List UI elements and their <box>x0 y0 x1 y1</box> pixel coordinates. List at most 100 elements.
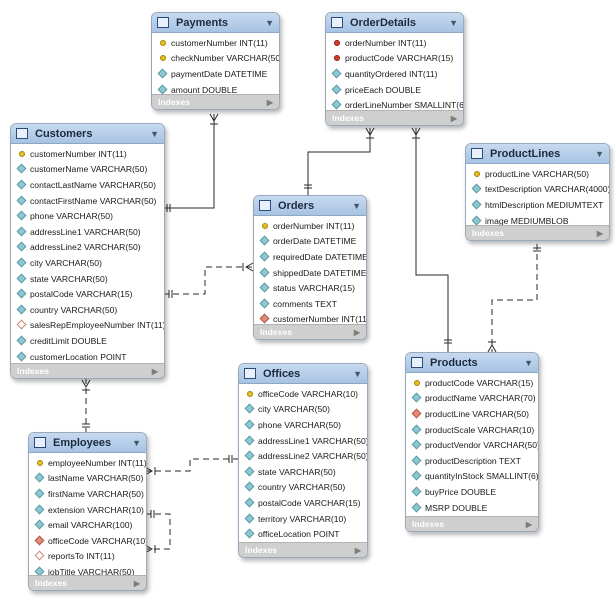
column-row[interactable]: state VARCHAR(50) <box>239 464 367 480</box>
column-row[interactable]: status VARCHAR(15) <box>254 280 366 296</box>
column-row[interactable]: customerLocation POINT <box>11 349 164 365</box>
column-row[interactable]: productName VARCHAR(70) <box>406 391 538 407</box>
collapse-arrow-icon[interactable]: ▼ <box>595 148 604 159</box>
column-row[interactable]: MSRP DOUBLE <box>406 500 538 516</box>
collapse-arrow-icon[interactable]: ▼ <box>353 368 362 379</box>
table-productlines[interactable]: ProductLines ▼ productLine VARCHAR(50)te… <box>465 143 610 241</box>
table-orderdetails[interactable]: OrderDetails ▼ orderNumber INT(11)produc… <box>325 12 464 126</box>
expand-arrow-icon[interactable]: ▶ <box>266 97 273 107</box>
table-header[interactable]: Offices ▼ <box>239 364 367 384</box>
expand-arrow-icon[interactable]: ▶ <box>133 578 140 588</box>
expand-arrow-icon[interactable]: ▶ <box>353 327 360 337</box>
indexes-bar[interactable]: Indexes ▶ <box>29 575 146 590</box>
table-customers[interactable]: Customers ▼ customerNumber INT(11)custom… <box>10 123 165 379</box>
expand-arrow-icon[interactable]: ▶ <box>596 228 603 238</box>
column-row[interactable]: addressLine2 VARCHAR(50) <box>11 240 164 256</box>
column-row[interactable]: productLine VARCHAR(50) <box>406 406 538 422</box>
indexes-bar[interactable]: Indexes ▶ <box>11 363 164 378</box>
column-row[interactable]: salesRepEmployeeNumber INT(11) <box>11 318 164 334</box>
indexes-bar[interactable]: Indexes ▶ <box>152 94 279 109</box>
collapse-arrow-icon[interactable]: ▼ <box>132 437 141 448</box>
column-row[interactable]: officeLocation POINT <box>239 526 367 542</box>
column-row[interactable]: customerNumber INT(11) <box>152 35 279 51</box>
expand-arrow-icon[interactable]: ▶ <box>354 545 361 555</box>
column-row[interactable]: phone VARCHAR(50) <box>239 417 367 433</box>
collapse-arrow-icon[interactable]: ▼ <box>265 17 274 28</box>
column-row[interactable]: orderNumber INT(11) <box>326 35 463 51</box>
column-row[interactable]: firstName VARCHAR(50) <box>29 486 146 502</box>
column-row[interactable]: buyPrice DOUBLE <box>406 484 538 500</box>
collapse-arrow-icon[interactable]: ▼ <box>524 357 533 368</box>
column-row[interactable]: amount DOUBLE <box>152 82 279 98</box>
column-row[interactable]: priceEach DOUBLE <box>326 82 463 98</box>
column-row[interactable]: orderDate DATETIME <box>254 234 366 250</box>
column-row[interactable]: phone VARCHAR(50) <box>11 208 164 224</box>
column-row[interactable]: customerNumber INT(11) <box>11 146 164 162</box>
column-row[interactable]: lastName VARCHAR(50) <box>29 471 146 487</box>
collapse-arrow-icon[interactable]: ▼ <box>150 128 159 139</box>
column-row[interactable]: city VARCHAR(50) <box>239 402 367 418</box>
column-row[interactable]: image MEDIUMBLOB <box>466 213 609 229</box>
indexes-bar[interactable]: Indexes ▶ <box>326 110 463 125</box>
table-header[interactable]: Products ▼ <box>406 353 538 373</box>
table-payments[interactable]: Payments ▼ customerNumber INT(11)checkNu… <box>151 12 280 110</box>
column-row[interactable]: country VARCHAR(50) <box>11 302 164 318</box>
column-row[interactable]: productCode VARCHAR(15) <box>326 51 463 67</box>
column-row[interactable]: extension VARCHAR(10) <box>29 502 146 518</box>
expand-arrow-icon[interactable]: ▶ <box>450 113 457 123</box>
column-row[interactable]: htmlDescription MEDIUMTEXT <box>466 197 609 213</box>
table-orders[interactable]: Orders ▼ orderNumber INT(11)orderDate DA… <box>253 195 367 340</box>
column-row[interactable]: checkNumber VARCHAR(50) <box>152 51 279 67</box>
table-employees[interactable]: Employees ▼ employeeNumber INT(11)lastNa… <box>28 432 147 591</box>
table-offices[interactable]: Offices ▼ officeCode VARCHAR(10)city VAR… <box>238 363 368 558</box>
expand-arrow-icon[interactable]: ▶ <box>525 519 532 529</box>
indexes-bar[interactable]: Indexes ▶ <box>254 324 366 339</box>
column-row[interactable]: country VARCHAR(50) <box>239 480 367 496</box>
column-row[interactable]: shippedDate DATETIME <box>254 265 366 281</box>
column-row[interactable]: territory VARCHAR(10) <box>239 511 367 527</box>
column-row[interactable]: addressLine1 VARCHAR(50) <box>11 224 164 240</box>
column-row[interactable]: postalCode VARCHAR(15) <box>239 495 367 511</box>
column-row[interactable]: postalCode VARCHAR(15) <box>11 286 164 302</box>
column-row[interactable]: productDescription TEXT <box>406 453 538 469</box>
column-row[interactable]: contactFirstName VARCHAR(50) <box>11 193 164 209</box>
column-row[interactable]: quantityInStock SMALLINT(6) <box>406 469 538 485</box>
column-row[interactable]: customerNumber INT(11) <box>254 312 366 328</box>
collapse-arrow-icon[interactable]: ▼ <box>352 200 361 211</box>
column-row[interactable]: officeCode VARCHAR(10) <box>239 386 367 402</box>
column-row[interactable]: state VARCHAR(50) <box>11 271 164 287</box>
column-row[interactable]: textDescription VARCHAR(4000) <box>466 182 609 198</box>
column-row[interactable]: addressLine2 VARCHAR(50) <box>239 448 367 464</box>
table-header[interactable]: OrderDetails ▼ <box>326 13 463 33</box>
column-row[interactable]: productScale VARCHAR(10) <box>406 422 538 438</box>
column-row[interactable]: creditLimit DOUBLE <box>11 333 164 349</box>
column-row[interactable]: city VARCHAR(50) <box>11 255 164 271</box>
table-header[interactable]: ProductLines ▼ <box>466 144 609 164</box>
column-row[interactable]: requiredDate DATETIME <box>254 249 366 265</box>
collapse-arrow-icon[interactable]: ▼ <box>449 17 458 28</box>
column-row[interactable]: reportsTo INT(11) <box>29 549 146 565</box>
column-row[interactable]: productLine VARCHAR(50) <box>466 166 609 182</box>
expand-arrow-icon[interactable]: ▶ <box>151 366 158 376</box>
column-row[interactable]: addressLine1 VARCHAR(50) <box>239 433 367 449</box>
column-row[interactable]: employeeNumber INT(11) <box>29 455 146 471</box>
column-row[interactable]: productCode VARCHAR(15) <box>406 375 538 391</box>
column-row[interactable]: jobTitle VARCHAR(50) <box>29 564 146 580</box>
column-row[interactable]: orderNumber INT(11) <box>254 218 366 234</box>
column-row[interactable]: officeCode VARCHAR(10) <box>29 533 146 549</box>
indexes-bar[interactable]: Indexes ▶ <box>239 542 367 557</box>
column-row[interactable]: orderLineNumber SMALLINT(6) <box>326 97 463 113</box>
table-header[interactable]: Payments ▼ <box>152 13 279 33</box>
table-header[interactable]: Employees ▼ <box>29 433 146 453</box>
indexes-bar[interactable]: Indexes ▶ <box>406 516 538 531</box>
indexes-bar[interactable]: Indexes ▶ <box>466 225 609 240</box>
column-row[interactable]: productVendor VARCHAR(50) <box>406 437 538 453</box>
table-header[interactable]: Customers ▼ <box>11 124 164 144</box>
column-row[interactable]: contactLastName VARCHAR(50) <box>11 177 164 193</box>
column-row[interactable]: paymentDate DATETIME <box>152 66 279 82</box>
column-row[interactable]: quantityOrdered INT(11) <box>326 66 463 82</box>
column-row[interactable]: customerName VARCHAR(50) <box>11 162 164 178</box>
column-row[interactable]: comments TEXT <box>254 296 366 312</box>
column-row[interactable]: email VARCHAR(100) <box>29 517 146 533</box>
table-products[interactable]: Products ▼ productCode VARCHAR(15)produc… <box>405 352 539 532</box>
